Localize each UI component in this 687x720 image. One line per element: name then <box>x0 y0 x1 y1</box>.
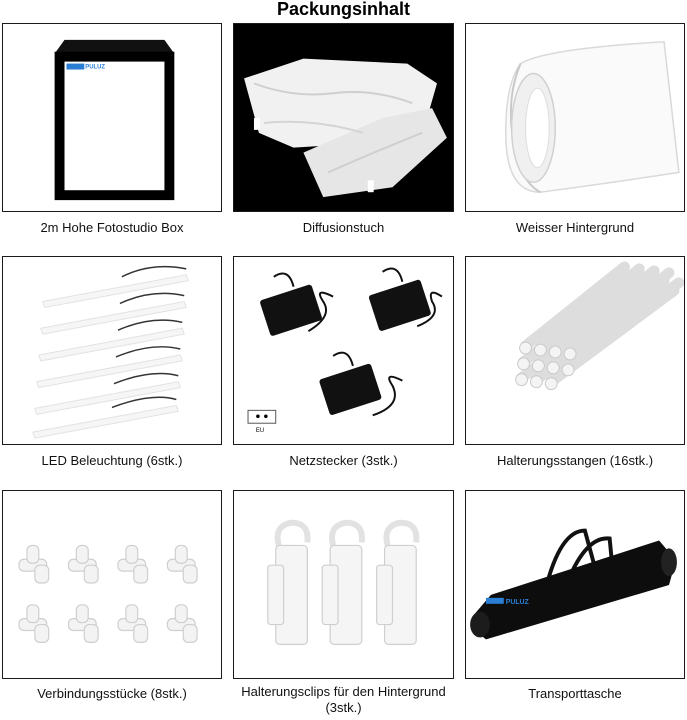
item-box-clips <box>233 490 454 679</box>
item-box-led <box>2 256 222 445</box>
item-box-diffusion <box>233 23 454 212</box>
carry-bag-icon: PULUZ <box>470 528 677 640</box>
item-label: 2m Hohe Fotostudio Box <box>40 220 184 235</box>
item-label: LED Beleuchtung (6stk.) <box>41 453 183 468</box>
brand-logo: PULUZ <box>506 599 530 606</box>
item-label: Halterungsstangen (16stk.) <box>496 453 654 468</box>
diffusion-cloth-icon <box>234 24 453 211</box>
item-box-backdrop <box>465 23 685 212</box>
item-box-softbox: PULUZ <box>2 23 222 212</box>
item-label: Diffusionstuch <box>302 220 385 235</box>
plug-type-label: EU <box>256 428 264 434</box>
power-adapter-icon: EU <box>247 267 443 434</box>
item-label: Halterungsclips für den Hintergrund (3st… <box>241 684 446 715</box>
softbox-frame-icon: PULUZ <box>54 39 175 201</box>
three-way-connector-icon <box>18 544 198 643</box>
item-label: Netzstecker (3stk.) <box>289 453 398 468</box>
page-title: Packungsinhalt <box>276 0 411 19</box>
white-backdrop-roll-icon <box>504 41 680 194</box>
brand-logo: PULUZ <box>85 65 105 71</box>
item-label: Verbindungsstücke (8stk.) <box>37 686 187 701</box>
led-strip-icon <box>32 265 189 439</box>
item-box-connectors <box>2 490 222 679</box>
item-box-rods <box>465 256 685 445</box>
item-box-adapters: EU <box>233 256 454 445</box>
hanger-clip-icon <box>267 519 420 645</box>
item-box-bag: PULUZ <box>465 490 685 679</box>
item-label: Transporttasche <box>528 686 622 701</box>
support-rods-icon <box>515 261 684 391</box>
item-label: Weisser Hintergrund <box>515 220 635 235</box>
